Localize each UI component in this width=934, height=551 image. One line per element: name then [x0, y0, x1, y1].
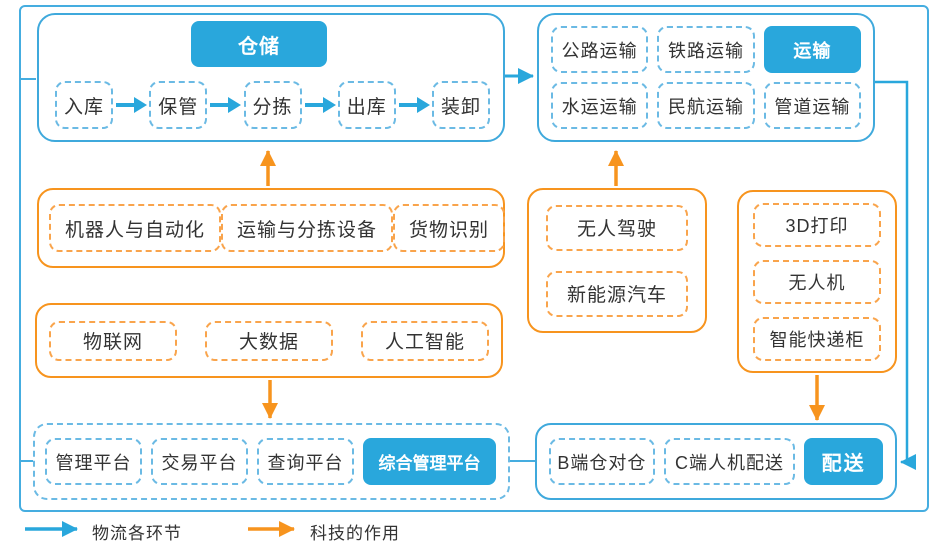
- tech-new-energy-vehicle: 新能源汽车: [546, 270, 688, 317]
- tech-iot: 物联网: [49, 320, 177, 361]
- flow-arrow-icon: [398, 97, 430, 113]
- step-loading: 装卸: [432, 81, 490, 129]
- tech-transport-sorting-equipment: 运输与分拣设备: [221, 204, 394, 252]
- tech-cargo-identification: 货物识别: [393, 204, 506, 252]
- tech-autonomous-driving: 无人驾驶: [546, 204, 688, 251]
- warehouse-title-badge: 仓储: [191, 21, 327, 67]
- mode-aviation: 民航运输: [657, 82, 755, 129]
- trading-platform: 交易平台: [151, 438, 248, 485]
- legend-logistics-label: 物流各环节: [92, 524, 182, 543]
- tech-big-data: 大数据: [205, 320, 333, 361]
- warehouse-tech-section: 机器人与自动化 运输与分拣设备 货物识别: [37, 188, 506, 268]
- transport-section: 公路运输 铁路运输 运输 水运运输 民航运输 管道运输: [537, 13, 875, 142]
- tech-3d-printing: 3D打印: [753, 202, 881, 247]
- mode-water: 水运运输: [551, 82, 649, 129]
- step-sorting: 分拣: [243, 81, 302, 129]
- flow-arrow-icon: [304, 97, 336, 113]
- mode-rail: 铁路运输: [657, 26, 755, 73]
- transport-tech-section: 无人驾驶 新能源汽车: [527, 188, 707, 333]
- step-keeping: 保管: [149, 81, 208, 129]
- step-inbound: 入库: [55, 81, 113, 129]
- delivery-section: B端仓对仓 C端人机配送 配送: [535, 423, 897, 500]
- query-platform: 查询平台: [257, 438, 354, 485]
- flow-arrow-icon: [116, 97, 148, 113]
- management-platform: 管理平台: [45, 438, 142, 485]
- tech-robotics-automation: 机器人与自动化: [49, 204, 222, 252]
- mode-pipeline: 管道运输: [763, 82, 861, 129]
- platform-section: 管理平台 交易平台 查询平台 综合管理平台: [33, 423, 510, 500]
- c-end-drone-delivery: C端人机配送: [663, 438, 796, 485]
- platform-tech-section: 物联网 大数据 人工智能: [35, 303, 503, 378]
- legend-technology-label: 科技的作用: [310, 524, 400, 543]
- integrated-management-platform-badge: 综合管理平台: [363, 438, 496, 485]
- transport-title-badge: 运输: [763, 26, 861, 73]
- step-outbound: 出库: [337, 81, 396, 129]
- delivery-tech-section: 3D打印 无人机 智能快递柜: [737, 190, 897, 373]
- warehouse-steps-row: 入库 保管 分拣 出库 装卸: [55, 81, 490, 129]
- tech-smart-locker: 智能快递柜: [753, 316, 881, 361]
- mode-road: 公路运输: [551, 26, 649, 73]
- b2b-warehouse-delivery: B端仓对仓: [549, 438, 655, 485]
- warehouse-section: 仓储 入库 保管 分拣 出库 装卸: [37, 13, 505, 142]
- delivery-title-badge: 配送: [804, 438, 883, 485]
- flow-arrow-icon: [210, 97, 242, 113]
- tech-ai: 人工智能: [361, 320, 489, 361]
- tech-drone: 无人机: [753, 259, 881, 304]
